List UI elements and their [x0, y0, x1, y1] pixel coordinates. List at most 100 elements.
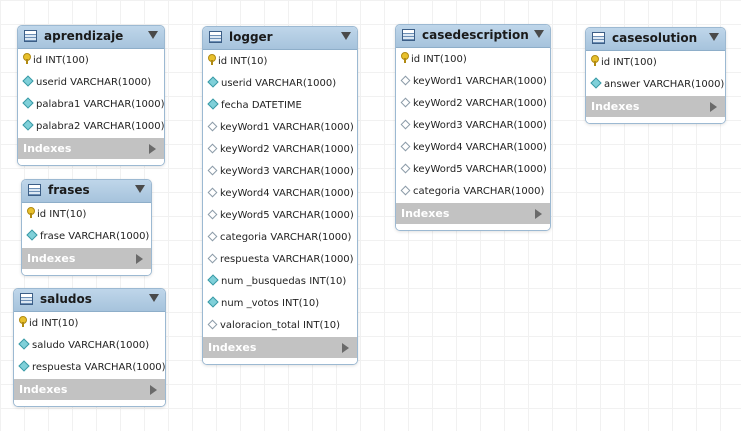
nullable-column-icon	[207, 209, 218, 220]
expand-arrow-icon[interactable]	[150, 385, 157, 395]
collapse-arrow-icon[interactable]	[135, 185, 145, 193]
indexes-section[interactable]: Indexes	[18, 138, 164, 159]
expand-arrow-icon[interactable]	[535, 209, 542, 219]
column-row[interactable]: id INT(100)	[18, 50, 164, 72]
table-icon	[24, 30, 37, 42]
table-casedescription[interactable]: casedescription id INT(100) keyWord1 VAR…	[395, 24, 551, 231]
column-label: categoria VARCHAR(1000)	[220, 232, 352, 243]
indexes-label: Indexes	[19, 383, 68, 396]
column-row[interactable]: keyWord3 VARCHAR(1000)	[203, 161, 357, 183]
table-icon	[402, 29, 415, 41]
indexes-label: Indexes	[208, 341, 257, 354]
column-row[interactable]: categoria VARCHAR(1000)	[396, 181, 550, 203]
column-label: fecha DATETIME	[221, 100, 302, 111]
column-diamond-icon	[26, 229, 38, 241]
column-list: id INT(10) userid VARCHAR(1000) fecha DA…	[203, 50, 357, 337]
column-row[interactable]: num _busquedas INT(10)	[203, 271, 357, 293]
column-row[interactable]: keyWord4 VARCHAR(1000)	[203, 183, 357, 205]
expand-arrow-icon[interactable]	[342, 343, 349, 353]
nullable-column-icon	[400, 97, 411, 108]
column-row[interactable]: respuesta VARCHAR(1000)	[203, 249, 357, 271]
column-row[interactable]: keyWord4 VARCHAR(1000)	[396, 137, 550, 159]
collapse-arrow-icon[interactable]	[709, 33, 719, 41]
column-diamond-icon	[590, 77, 602, 89]
table-header[interactable]: casesolution	[586, 28, 725, 51]
nullable-column-icon	[207, 187, 218, 198]
table-logger[interactable]: logger id INT(10) userid VARCHAR(1000) f…	[202, 26, 358, 365]
column-row[interactable]: keyWord2 VARCHAR(1000)	[203, 139, 357, 161]
column-row[interactable]: id INT(10)	[203, 51, 357, 73]
table-header[interactable]: saludos	[14, 289, 165, 312]
table-name: saludos	[40, 292, 92, 306]
table-header[interactable]: frases	[22, 180, 151, 203]
table-footer	[396, 224, 550, 230]
column-list: id INT(100) keyWord1 VARCHAR(1000) keyWo…	[396, 48, 550, 203]
column-row[interactable]: keyWord1 VARCHAR(1000)	[203, 117, 357, 139]
column-row[interactable]: palabra1 VARCHAR(1000)	[18, 94, 164, 116]
table-casesolution[interactable]: casesolution id INT(100) answer VARCHAR(…	[585, 27, 726, 124]
table-name: logger	[229, 30, 273, 44]
indexes-section[interactable]: Indexes	[396, 203, 550, 224]
table-name: aprendizaje	[44, 29, 124, 43]
nullable-column-icon	[207, 121, 218, 132]
column-row[interactable]: categoria VARCHAR(1000)	[203, 227, 357, 249]
column-row[interactable]: keyWord5 VARCHAR(1000)	[396, 159, 550, 181]
table-saludos[interactable]: saludos id INT(10) saludo VARCHAR(1000) …	[13, 288, 166, 407]
column-row[interactable]: saludo VARCHAR(1000)	[14, 335, 165, 357]
expand-arrow-icon[interactable]	[710, 102, 717, 112]
column-row[interactable]: keyWord1 VARCHAR(1000)	[396, 71, 550, 93]
column-row[interactable]: keyWord2 VARCHAR(1000)	[396, 93, 550, 115]
column-row[interactable]: fecha DATETIME	[203, 95, 357, 117]
column-label: keyWord5 VARCHAR(1000)	[413, 164, 547, 175]
table-aprendizaje[interactable]: aprendizaje id INT(100) userid VARCHAR(1…	[17, 25, 165, 166]
column-row[interactable]: keyWord5 VARCHAR(1000)	[203, 205, 357, 227]
table-frases[interactable]: frases id INT(10) frase VARCHAR(1000) In…	[21, 179, 152, 276]
column-row[interactable]: frase VARCHAR(1000)	[22, 226, 151, 248]
column-label: id INT(10)	[37, 209, 87, 220]
indexes-section[interactable]: Indexes	[14, 379, 165, 400]
column-label: frase VARCHAR(1000)	[40, 231, 150, 242]
nullable-column-icon	[207, 231, 218, 242]
column-label: valoracion_total INT(10)	[220, 320, 341, 331]
column-list: id INT(10) frase VARCHAR(1000)	[22, 203, 151, 248]
column-label: num _busquedas INT(10)	[221, 276, 347, 287]
column-row[interactable]: id INT(10)	[14, 313, 165, 335]
nullable-column-icon	[400, 119, 411, 130]
column-row[interactable]: id INT(100)	[586, 52, 725, 74]
collapse-arrow-icon[interactable]	[149, 294, 159, 302]
column-row[interactable]: userid VARCHAR(1000)	[203, 73, 357, 95]
table-name: casesolution	[612, 31, 698, 45]
indexes-section[interactable]: Indexes	[22, 248, 151, 269]
nullable-column-icon	[400, 163, 411, 174]
column-row[interactable]: palabra2 VARCHAR(1000)	[18, 116, 164, 138]
column-row[interactable]: valoracion_total INT(10)	[203, 315, 357, 337]
column-label: id INT(100)	[601, 57, 657, 68]
column-row[interactable]: id INT(10)	[22, 204, 151, 226]
column-label: answer VARCHAR(1000)	[604, 79, 725, 90]
column-row[interactable]: keyWord3 VARCHAR(1000)	[396, 115, 550, 137]
table-header[interactable]: logger	[203, 27, 357, 50]
column-row[interactable]: userid VARCHAR(1000)	[18, 72, 164, 94]
indexes-section[interactable]: Indexes	[203, 337, 357, 358]
indexes-section[interactable]: Indexes	[586, 96, 725, 117]
column-row[interactable]: answer VARCHAR(1000)	[586, 74, 725, 96]
column-row[interactable]: id INT(100)	[396, 49, 550, 71]
table-header[interactable]: casedescription	[396, 25, 550, 48]
column-label: keyWord5 VARCHAR(1000)	[220, 210, 354, 221]
table-header[interactable]: aprendizaje	[18, 26, 164, 49]
column-row[interactable]: num _votos INT(10)	[203, 293, 357, 315]
column-row[interactable]: respuesta VARCHAR(1000)	[14, 357, 165, 379]
table-icon	[209, 31, 222, 43]
nullable-column-icon	[207, 165, 218, 176]
column-label: keyWord1 VARCHAR(1000)	[220, 122, 354, 133]
collapse-arrow-icon[interactable]	[534, 30, 544, 38]
collapse-arrow-icon[interactable]	[341, 32, 351, 40]
nullable-column-icon	[400, 141, 411, 152]
column-diamond-icon	[207, 76, 219, 88]
collapse-arrow-icon[interactable]	[148, 31, 158, 39]
column-diamond-icon	[207, 98, 219, 110]
expand-arrow-icon[interactable]	[149, 144, 156, 154]
table-name: frases	[48, 183, 90, 197]
expand-arrow-icon[interactable]	[136, 254, 143, 264]
column-label: keyWord4 VARCHAR(1000)	[220, 188, 354, 199]
